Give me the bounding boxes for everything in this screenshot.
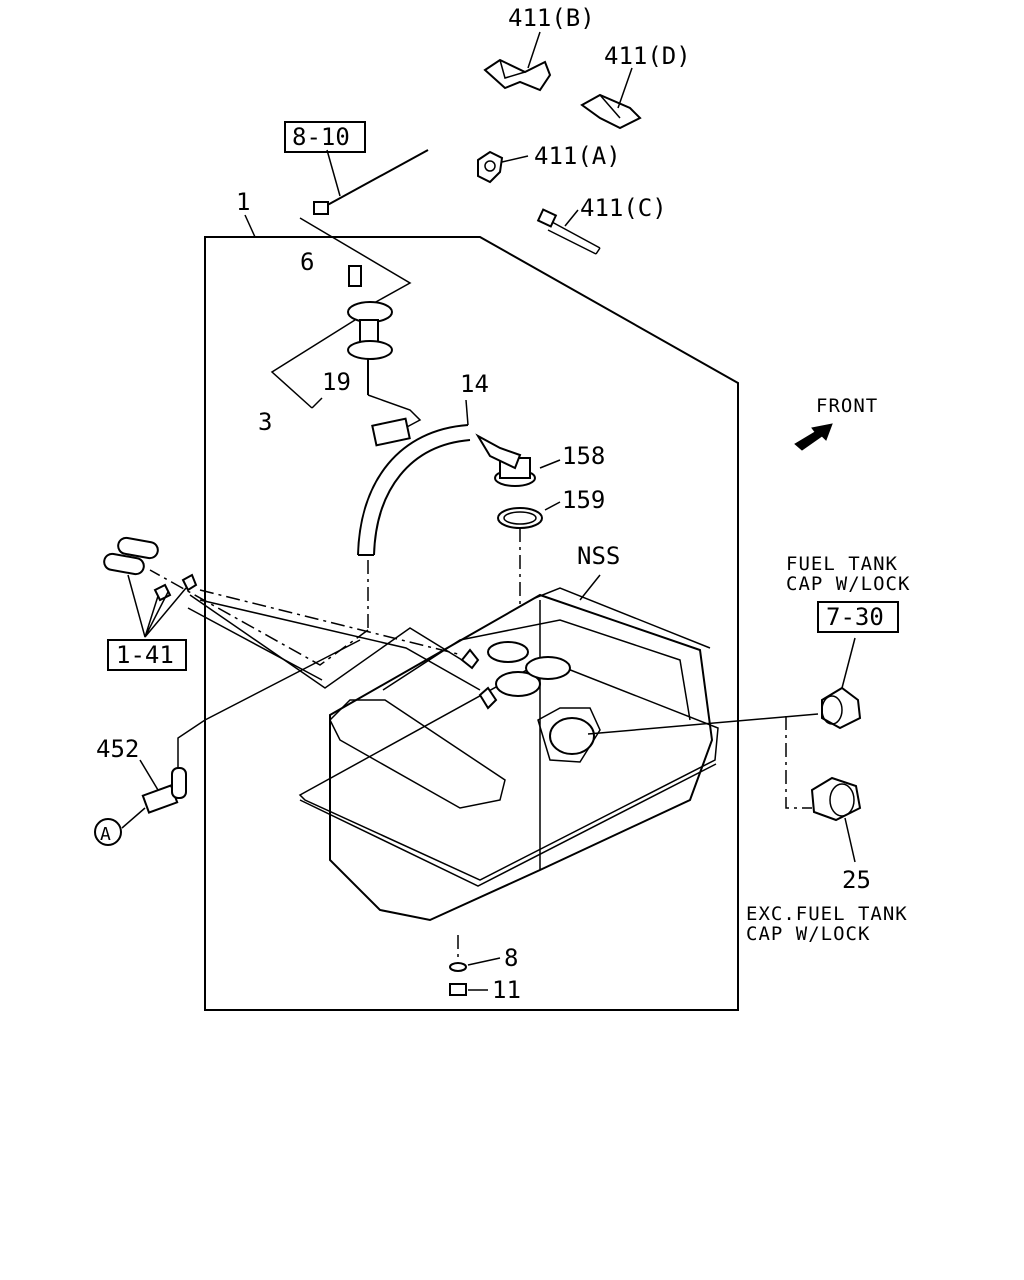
connectors-1-41-part — [103, 536, 198, 638]
callout-452: 452 — [96, 735, 139, 763]
callout-nss: NSS — [577, 542, 620, 570]
valve-158-part — [475, 433, 561, 487]
circle-a-marker — [94, 818, 122, 846]
callout-411c: 411(C) — [580, 194, 667, 222]
callout-3: 3 — [258, 408, 272, 436]
clip-411d-part — [580, 67, 642, 130]
front-label: FRONT — [816, 395, 878, 417]
callout-411d: 411(D) — [604, 42, 691, 70]
fuel-tank-cap-with-lock-part — [821, 637, 862, 730]
callout-159: 159 — [562, 486, 605, 514]
ref-box-1-41 — [107, 639, 187, 671]
callout-6: 6 — [300, 248, 314, 276]
callout-25: 25 — [842, 866, 871, 894]
fuel-tank-body-part — [298, 574, 719, 922]
cap-leader-lines — [587, 713, 819, 809]
fuel-tank-cap-part — [810, 776, 862, 863]
circle-a-label: A — [100, 824, 111, 845]
exc-cap-note-line2: CAP W/LOCK — [746, 923, 870, 945]
ref-7-30-label: 7-30 — [826, 603, 884, 631]
callout-158: 158 — [562, 442, 605, 470]
callout-11: 11 — [492, 976, 521, 1004]
front-arrow-icon — [794, 423, 833, 451]
callout-411b: 411(B) — [508, 4, 595, 32]
ref-8-10-label: 8-10 — [292, 123, 350, 151]
vent-pipes-part — [187, 589, 481, 691]
callout-411a: 411(A) — [534, 142, 621, 170]
clip-411b-part — [483, 31, 552, 92]
ref-box-7-30 — [817, 601, 899, 633]
clip-411a-part — [477, 150, 529, 184]
ref-box-8-10 — [284, 121, 366, 153]
callout-1: 1 — [236, 188, 250, 216]
harness-8-10-part — [299, 149, 429, 309]
fuel-sender-unit-part — [270, 265, 422, 447]
drain-plug-part — [449, 935, 501, 996]
callout-8: 8 — [504, 944, 518, 972]
cap-lock-note-line2: CAP W/LOCK — [786, 573, 910, 595]
cap-lock-note-line1: FUEL TANK — [786, 553, 898, 575]
ref-1-41-label: 1-41 — [116, 641, 174, 669]
fitting-452-part — [121, 639, 361, 829]
cable-tie-411c-part — [536, 208, 601, 255]
callout-14: 14 — [460, 370, 489, 398]
exc-cap-note-line1: EXC.FUEL TANK — [746, 903, 908, 925]
callout-19: 19 — [322, 368, 351, 396]
assembly-frame — [204, 214, 739, 1011]
